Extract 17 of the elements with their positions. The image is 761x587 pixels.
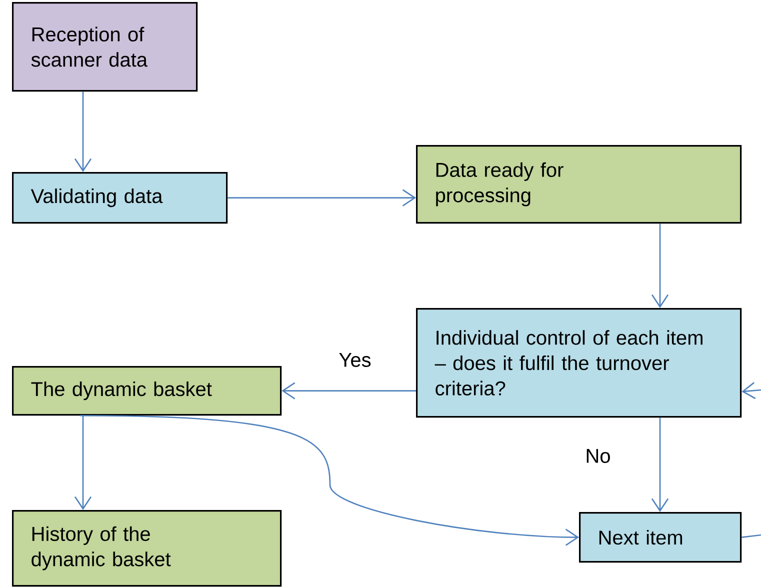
arrow bbox=[651, 224, 669, 308]
process-box: History of the dynamic basket bbox=[12, 510, 282, 587]
edge-label: Yes bbox=[337, 352, 373, 368]
process-box: The dynamic basket bbox=[12, 366, 282, 416]
arrow bbox=[742, 382, 761, 400]
process-box: Data ready for processing bbox=[416, 145, 742, 224]
edge-label: No bbox=[584, 448, 612, 464]
arrow bbox=[74, 416, 92, 510]
process-box: Individual control of each item – does it fulfil the turnover criteria? bbox=[416, 308, 742, 418]
arrow bbox=[80, 414, 579, 546]
arrow bbox=[228, 189, 416, 206]
process-box: Validating data bbox=[12, 172, 228, 224]
process-box: Reception of scanner data bbox=[12, 2, 198, 92]
process-box: Next item bbox=[579, 512, 742, 563]
arrow bbox=[74, 92, 92, 172]
arrow bbox=[651, 418, 669, 512]
arrow bbox=[282, 382, 416, 400]
